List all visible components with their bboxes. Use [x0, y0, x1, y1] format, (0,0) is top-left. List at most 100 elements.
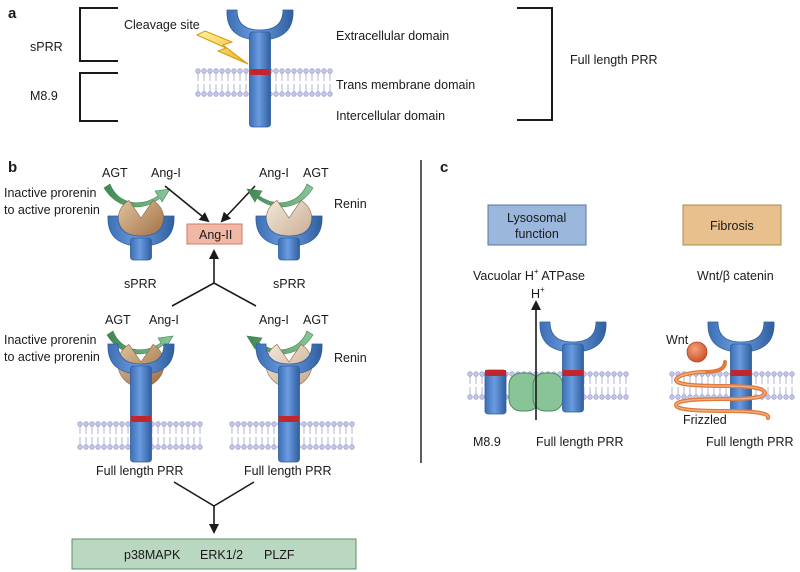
lipid-head	[195, 68, 201, 74]
lipid-head	[259, 444, 265, 450]
full-length-label-c2: Full length PRR	[706, 435, 794, 449]
lipid-head	[89, 421, 95, 427]
lipid-head	[265, 444, 271, 450]
cleavage-band	[130, 416, 152, 422]
lipid-head	[319, 444, 325, 450]
frizzled-highlight	[675, 371, 769, 419]
lipid-head	[107, 421, 113, 427]
lipid-head	[285, 91, 291, 97]
lipid-head	[327, 68, 333, 74]
cleavage-band	[730, 370, 752, 376]
agt-label-1: AGT	[102, 166, 128, 180]
lipid-head	[279, 91, 285, 97]
lipid-head	[473, 371, 479, 377]
lipid-head	[273, 68, 279, 74]
lipid-head	[599, 371, 605, 377]
lipid-head	[297, 91, 303, 97]
output-erk12: ERK1/2	[200, 548, 243, 562]
lipid-head	[285, 68, 291, 74]
full-length-label-a: Full length PRR	[570, 53, 658, 67]
lipid-head	[201, 68, 207, 74]
lipid-head	[179, 421, 185, 427]
lipid-head	[337, 421, 343, 427]
lipid-head	[723, 371, 729, 377]
lipid-head	[201, 91, 207, 97]
lysosomal-function-box	[487, 204, 587, 246]
lysosomal-label-1: Lysosomal	[507, 211, 566, 225]
lipid-head	[777, 371, 783, 377]
lipid-head	[301, 421, 307, 427]
lipid-head	[125, 444, 131, 450]
lipid-head	[343, 444, 349, 450]
lipid-head	[321, 68, 327, 74]
m89-label: M8.9	[30, 89, 58, 103]
lipid-head	[789, 371, 795, 377]
h-plus-label: H+	[531, 285, 545, 301]
lipid-head	[753, 371, 759, 377]
lipid-head	[185, 444, 191, 450]
ang2-label: Ang-II	[199, 228, 232, 242]
lipid-head	[235, 444, 241, 450]
lipid-head	[307, 421, 313, 427]
lipid-head	[301, 444, 307, 450]
lipid-head	[191, 421, 197, 427]
lipid-head	[587, 371, 593, 377]
lipid-head	[717, 371, 723, 377]
lipid-head	[765, 394, 771, 400]
frizzled-label: Frizzled	[683, 413, 727, 427]
full-length-label-c1: Full length PRR	[536, 435, 624, 449]
lipid-head	[247, 444, 253, 450]
panel-a-letter: a	[8, 5, 17, 22]
lipid-head	[617, 371, 623, 377]
lipid-head	[197, 421, 203, 427]
sprr-stalk	[130, 237, 152, 261]
lipid-head	[231, 68, 237, 74]
wnt-catenin-label: Wnt/β catenin	[697, 269, 774, 283]
prr-receptor-b2	[255, 343, 323, 463]
intercellular-label: Intercellular domain	[336, 109, 445, 123]
transmembrane-label: Trans membrane domain	[336, 78, 475, 92]
lipid-head	[319, 421, 325, 427]
lipid-head	[213, 68, 219, 74]
lipid-head	[213, 91, 219, 97]
membrane-a	[195, 68, 333, 97]
lipid-head	[611, 371, 617, 377]
output-p38mapk: p38MAPK	[124, 548, 181, 562]
lipid-head	[593, 394, 599, 400]
lipid-head	[623, 371, 629, 377]
agt-label-4: AGT	[303, 313, 329, 327]
lipid-head	[125, 421, 131, 427]
inactive-prorenin-label-2: Inactive prorenin	[4, 333, 96, 347]
lipid-head	[271, 444, 277, 450]
lipid-head	[107, 444, 113, 450]
ang1-to-ang2-arrow-left	[164, 185, 210, 223]
lipid-head	[467, 394, 473, 400]
conversion-arrow-icon-1	[103, 183, 171, 208]
wnt-label: Wnt	[666, 333, 689, 347]
extracellular-label: Extracellular domain	[336, 29, 449, 43]
m89-fragment	[484, 369, 507, 415]
lipid-head	[259, 421, 265, 427]
fibrosis-label: Fibrosis	[710, 219, 754, 233]
sprr-receptor-1	[107, 215, 175, 261]
receptor-stalk	[249, 31, 271, 128]
lipid-head	[331, 444, 337, 450]
sprr-label-1: sPRR	[124, 277, 157, 291]
lipid-head	[253, 421, 259, 427]
lipid-head	[309, 91, 315, 97]
lipid-head	[669, 394, 675, 400]
lipid-head	[207, 68, 213, 74]
lipid-head	[343, 421, 349, 427]
lipid-head	[195, 91, 201, 97]
full-length-label-b1: Full length PRR	[96, 464, 184, 478]
renin-label-2: Renin	[334, 351, 367, 365]
lipid-head	[225, 91, 231, 97]
ang1-label-4: Ang-I	[259, 313, 289, 327]
lipid-head	[315, 68, 321, 74]
cleavage-band	[562, 370, 584, 376]
lipid-head	[759, 371, 765, 377]
sprr-receptor-2	[255, 215, 323, 261]
lipid-head	[155, 421, 161, 427]
